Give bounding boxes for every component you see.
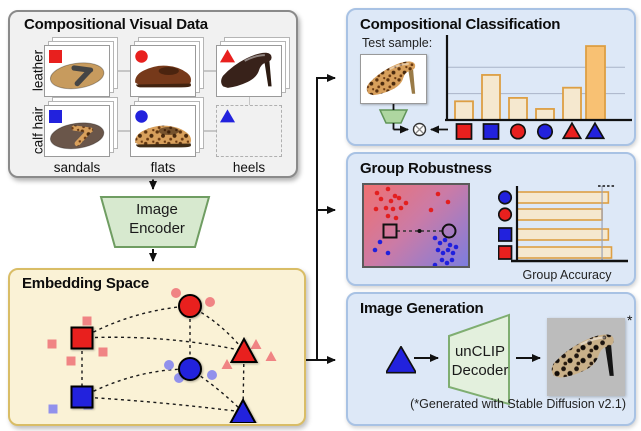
generation-arrows (414, 354, 541, 362)
otimes-icon (412, 122, 427, 137)
red-group-points (373, 186, 451, 221)
embedding-marker-blue-circle (178, 357, 202, 381)
classification-score-chart (445, 35, 632, 140)
panel-image-generation: Image Generation unCLIP Decoder * (*Gene… (346, 292, 636, 426)
cell-calfhair-flat (130, 97, 204, 157)
embedding-marker-blue-square (70, 385, 94, 409)
missing-combination-box (216, 105, 282, 157)
cell-calfhair-sandal (44, 97, 118, 157)
grid-connector (110, 130, 130, 132)
panel-title: Group Robustness (360, 160, 492, 177)
marker-blue-square (47, 108, 64, 125)
embedding-group-markers (70, 294, 259, 423)
blue-group-points (372, 235, 459, 266)
open-square-marker (382, 223, 398, 239)
unclip-decoder-label: unCLIP Decoder (451, 343, 509, 379)
generation-caption: (*Generated with Stable Diffusion v2.1) (410, 397, 626, 411)
cell-leather-sandal (44, 37, 118, 97)
marker-red-circle (133, 48, 150, 65)
marker-blue-circle (133, 108, 150, 125)
embedding-marker-blue-triangle (229, 397, 257, 423)
group-accuracy-chart (498, 185, 628, 263)
input-embedding-marker-blue-triangle (386, 346, 416, 376)
unclip-decoder-shape (448, 313, 510, 406)
grid-connector (110, 70, 130, 72)
marker-red-square (47, 48, 64, 65)
embedding-space-graph (47, 288, 277, 423)
embedding-marker-red-square (70, 326, 94, 350)
generated-image (547, 318, 625, 396)
embedding-marker-red-triangle (229, 336, 259, 363)
grid-connector (248, 97, 250, 105)
embedding-marker-red-circle (178, 294, 202, 318)
grid-connector (196, 130, 216, 132)
generated-asterisk: * (627, 312, 633, 328)
feature-space-gradient-box (362, 183, 470, 268)
col-label-flats: flats (150, 160, 176, 175)
test-sample-image (360, 54, 427, 104)
col-label-sandals: sandals (53, 160, 101, 175)
photo-leather-sandal (44, 45, 110, 97)
panel-compositional-visual-data: Compositional Visual Data leather calf h… (8, 10, 298, 178)
open-circle-marker (441, 223, 457, 239)
panel-group-robustness: Group Robustness (346, 152, 636, 286)
panel-title: Image Generation (360, 300, 484, 317)
group-scatter (372, 186, 459, 266)
panel-title: Compositional Classification (360, 16, 561, 33)
classification-fusion-diagram (378, 104, 448, 137)
embedding-edges (81, 305, 245, 413)
panel-title: Compositional Visual Data (24, 16, 208, 33)
encoder-mini-shape (378, 109, 409, 124)
marker-red-triangle (219, 48, 236, 65)
panel-embedding-space: Embedding Space (8, 268, 306, 426)
panel-title: Embedding Space (22, 275, 150, 292)
image-encoder-label: Image Encoder (129, 201, 185, 237)
photo-leather-heel (216, 45, 282, 97)
marker-blue-triangle (219, 108, 236, 125)
panel-compositional-classification: Compositional Classification Test sample… (346, 8, 636, 146)
col-label-heels: heels (232, 160, 266, 175)
test-sample-label: Test sample: (362, 36, 433, 50)
cell-calfhair-heel-missing (216, 105, 282, 157)
cell-leather-flat (130, 37, 204, 97)
midpoint-dot (417, 229, 422, 233)
grid-connector (196, 70, 216, 72)
embedding-faded-samples (47, 288, 277, 414)
group-accuracy-axis-label: Group Accuracy (522, 268, 612, 282)
cell-leather-heel (216, 37, 290, 97)
